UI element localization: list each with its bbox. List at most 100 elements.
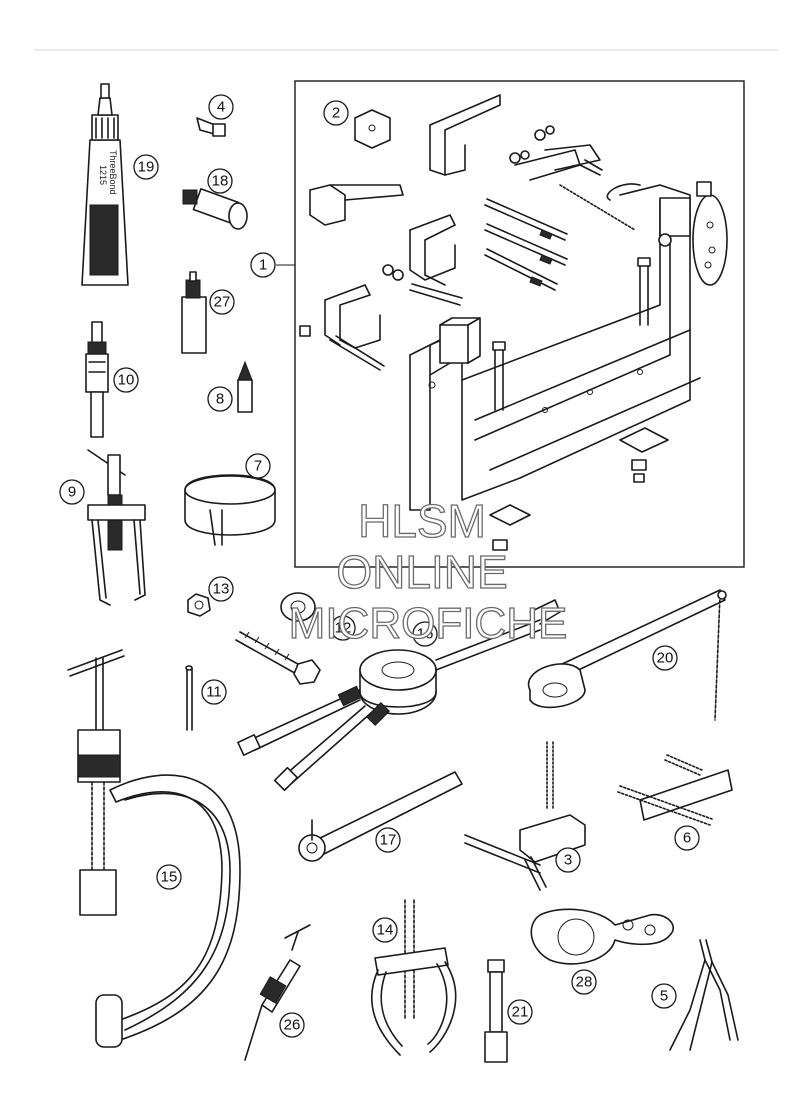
callout-number: 10	[118, 372, 135, 389]
callout-circle	[651, 983, 677, 1009]
callout-12: 12	[330, 615, 356, 641]
callout-number: 17	[380, 832, 397, 849]
callout-26: 26	[279, 1012, 305, 1038]
callout-circle	[375, 827, 401, 853]
callout-19: 19	[133, 154, 159, 180]
callout-number: 15	[161, 869, 178, 886]
circlip-pliers	[669, 939, 739, 1051]
bolt-and-washer	[235, 592, 321, 685]
assembly-stand-box	[294, 80, 745, 568]
callout-circle	[674, 825, 700, 851]
callout-circle	[59, 479, 85, 505]
three-jaw-puller	[87, 449, 146, 606]
callout-circle	[652, 645, 678, 671]
callout-circle	[323, 100, 349, 126]
callout-number: 26	[284, 1017, 301, 1034]
socket-adapter	[182, 188, 248, 230]
callout-18: 18	[207, 168, 233, 194]
callout-13: 13	[208, 576, 234, 602]
callout-circle	[245, 453, 271, 479]
callout-number: 5	[660, 988, 668, 1005]
piston-ring-compressor	[184, 474, 276, 546]
grease-nozzle	[237, 360, 253, 413]
valve-spring-compressor	[67, 649, 241, 1048]
loctite-bottle	[181, 271, 207, 354]
callout-number: 8	[216, 391, 224, 408]
callout-circle	[507, 999, 533, 1025]
watermark-line-1: HLSM	[358, 495, 486, 547]
tip-adapter	[196, 117, 226, 137]
callout-circle	[201, 679, 227, 705]
callout-number: 21	[512, 1004, 529, 1021]
hex-nut	[187, 593, 211, 617]
callout-number: 27	[214, 294, 231, 311]
callout-number: 20	[657, 650, 674, 667]
tube-code: 1215	[98, 165, 108, 185]
callout-9: 9	[59, 479, 85, 505]
callout-circle	[208, 576, 234, 602]
callout-15: 15	[156, 864, 182, 890]
nozzle-tool	[484, 959, 508, 1063]
callout-20: 20	[652, 645, 678, 671]
callout-number: 7	[254, 458, 262, 475]
threaded-rods	[484, 125, 636, 291]
threadbond-tube: ThreeBond 1215	[81, 83, 129, 286]
callout-1: 1	[250, 252, 276, 278]
callout-number: 13	[213, 581, 230, 598]
callout-number: 16	[417, 626, 434, 643]
watermark: HLSM ONLINE MICROFICHE	[288, 494, 568, 648]
callout-21: 21	[507, 999, 533, 1025]
two-jaw-puller	[370, 899, 457, 1056]
callout-number: 9	[68, 484, 76, 501]
bracket-clips	[299, 94, 501, 371]
callout-circle	[250, 252, 276, 278]
callout-number: 12	[335, 620, 352, 637]
callout-number: 19	[138, 159, 155, 176]
callout-circle	[330, 615, 356, 641]
callout-number: 3	[564, 852, 572, 869]
callout-number: 2	[332, 105, 340, 122]
callout-10: 10	[113, 367, 139, 393]
callout-number: 14	[377, 922, 394, 939]
callout-circle	[113, 367, 139, 393]
callout-8: 8	[207, 386, 233, 412]
callout-circle	[207, 168, 233, 194]
callout-6: 6	[674, 825, 700, 851]
callout-number: 11	[206, 684, 222, 701]
crankcase-splitter	[617, 754, 733, 826]
callout-number: 1	[259, 257, 267, 274]
watermark-line-2: ONLINE	[336, 546, 507, 598]
flywheel-holder	[237, 599, 561, 792]
callout-circle	[571, 969, 597, 995]
callout-circle	[209, 289, 235, 315]
callout-circle	[279, 1012, 305, 1038]
callout-2: 2	[323, 100, 349, 126]
assembly-stand-frame	[409, 181, 728, 551]
callout-circle	[207, 386, 233, 412]
tube-brand: ThreeBond	[108, 150, 118, 195]
callout-circle	[208, 94, 234, 120]
callout-number: 6	[683, 830, 691, 847]
callout-27: 27	[209, 289, 235, 315]
callout-circle	[555, 847, 581, 873]
callout-circle	[372, 917, 398, 943]
watermark-line-3: MICROFICHE	[289, 599, 568, 648]
callout-28: 28	[571, 969, 597, 995]
guide-pin	[185, 665, 193, 731]
callout-number: 4	[217, 99, 225, 116]
callout-11: 11	[201, 679, 227, 705]
chain-wrench	[527, 589, 727, 721]
callout-5: 5	[651, 983, 677, 1009]
callout-number: 28	[576, 974, 593, 991]
gasket-template	[530, 908, 674, 965]
callout-14: 14	[372, 917, 398, 943]
callout-circle	[156, 864, 182, 890]
grease-syringe	[244, 924, 311, 1061]
callout-16: 16	[412, 621, 438, 647]
pin-spanner	[298, 771, 463, 862]
callout-4: 4	[208, 94, 234, 120]
callout-circle	[412, 621, 438, 647]
callout-3: 3	[555, 847, 581, 873]
